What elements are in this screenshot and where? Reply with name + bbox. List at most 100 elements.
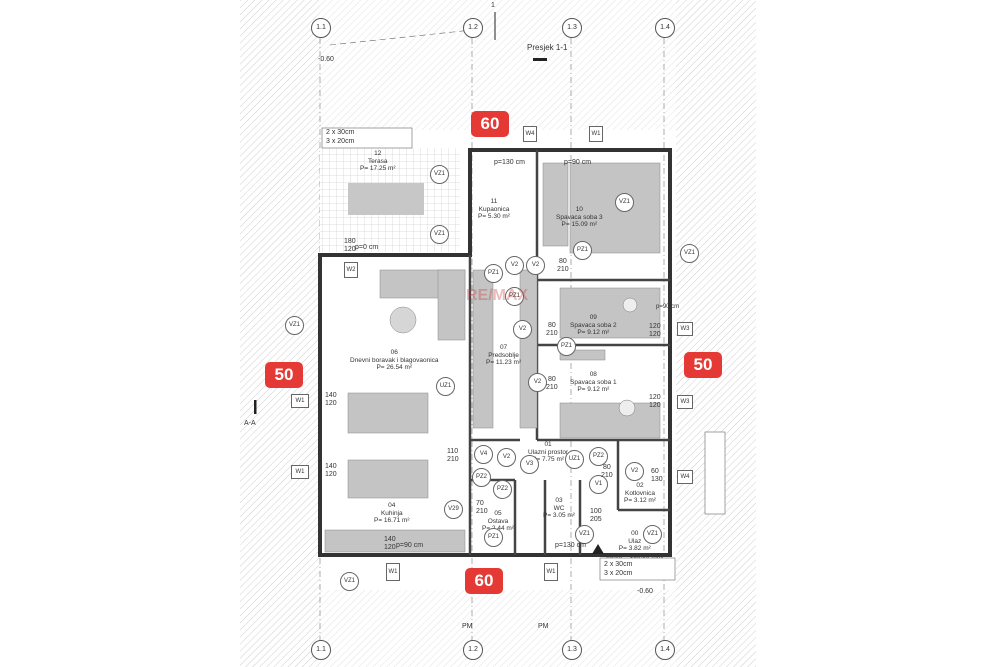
tag-pz1: PZ1 <box>557 337 576 356</box>
window-w3-b: W3 <box>677 395 693 409</box>
dim-210: 210 <box>546 330 558 337</box>
tag-pz1: PZ1 <box>505 287 524 306</box>
dim-120: 120 <box>344 246 356 253</box>
dim-p0: p=0 cm <box>355 244 379 251</box>
dim-210: 210 <box>447 456 459 463</box>
section-mark-bar <box>533 58 547 61</box>
tag-v2: V2 <box>526 256 545 275</box>
section-title: Presjek 1-1 <box>527 43 568 52</box>
dimension-badge-right: 50 <box>684 352 722 378</box>
level-left: -0.60 <box>318 56 334 63</box>
interior-walls <box>468 150 670 555</box>
terrace-table <box>348 183 424 215</box>
dim-120: 120 <box>649 323 661 330</box>
stairs-top-line2: 3 x 20cm <box>326 138 355 145</box>
stairs-top-box <box>321 127 413 149</box>
dim-120: 120 <box>649 394 661 401</box>
section-line-top <box>329 29 473 46</box>
tag-pm: PM <box>538 623 549 630</box>
dim-120: 120 <box>649 331 661 338</box>
window-w4-top: W4 <box>523 126 537 142</box>
dim-70: 70 <box>476 500 484 507</box>
tag-v4: V4 <box>474 445 493 464</box>
grid-axis-label-top: 1.1 <box>311 18 331 38</box>
tag-pz1: PZ1 <box>573 241 592 260</box>
side-mark-bar <box>254 400 257 414</box>
tag-vz1: VZ1 <box>340 572 359 591</box>
dim-120: 120 <box>649 402 661 409</box>
dim-210: 210 <box>557 266 569 273</box>
tag-vz1: VZ1 <box>680 244 699 263</box>
tag-pz2: PZ2 <box>493 480 512 499</box>
window-w1-left-b: W1 <box>291 465 309 479</box>
dim-80: 80 <box>548 376 556 383</box>
stool-1 <box>618 399 636 417</box>
grid-axis-label-top: 1.2 <box>463 18 483 38</box>
dim-180: 180 <box>344 238 356 245</box>
grid-axis-label-bottom: 1.2 <box>463 640 483 660</box>
section-number: 1 <box>491 2 495 9</box>
tag-vz1: VZ1 <box>430 225 449 244</box>
dim-p130-top: p=130 cm <box>494 159 525 166</box>
grid-axis-label-top: 1.3 <box>562 18 582 38</box>
dim-120: 120 <box>325 400 337 407</box>
dim-140: 140 <box>325 463 337 470</box>
dim-side-p90: p=90 cm <box>656 304 680 310</box>
tag-v2: V2 <box>625 462 644 481</box>
watermark: RE/MAX <box>466 287 529 304</box>
tag-pm: PM <box>462 623 473 630</box>
dim-210: 210 <box>476 508 488 515</box>
tag-v1: V1 <box>589 475 608 494</box>
dimension-badge-bottom: 60 <box>465 568 503 594</box>
tag-vz1: VZ1 <box>643 525 662 544</box>
dimension-badge-top: 60 <box>471 111 509 137</box>
entrance-marker <box>592 544 604 554</box>
dim-120: 120 <box>325 471 337 478</box>
dim-140: 140 <box>384 536 396 543</box>
dim-140: 140 <box>325 392 337 399</box>
window-w3-a: W3 <box>677 322 693 336</box>
dim-210: 210 <box>546 384 558 391</box>
window-w2: W2 <box>344 262 358 278</box>
tag-pz2: PZ2 <box>472 468 491 487</box>
ground-hatch-bottom <box>320 590 676 667</box>
window-w1-bottom-a: W1 <box>386 563 400 581</box>
ground-hatch-left <box>240 0 320 667</box>
dim-p90-bottom: p=90 cm <box>396 542 424 549</box>
tag-uz1: UZ1 <box>565 450 584 469</box>
dim-100: 100 <box>590 508 602 515</box>
tag-vz1: VZ1 <box>285 316 304 335</box>
tag-v3: V3 <box>520 455 539 474</box>
stairs-bottom-line2: 3 x 20cm <box>604 570 633 577</box>
stairs-bottom-line1: 2 x 30cm <box>604 561 633 568</box>
ground-hatch-top <box>320 0 676 130</box>
stairs-bottom-box <box>599 557 676 581</box>
tag-pz2: PZ2 <box>589 447 608 466</box>
dim-210: 210 <box>601 472 613 479</box>
tag-pz1: PZ1 <box>484 528 503 547</box>
window-w1-top: W1 <box>589 126 603 142</box>
dim-80: 80 <box>559 258 567 265</box>
furniture <box>324 162 661 553</box>
dim-p130-bottom: p=130 cm <box>555 542 586 549</box>
level-right: -0.60 <box>637 588 653 595</box>
tag-vz1: VZ1 <box>430 165 449 184</box>
grid-axis-label-bottom: 1.1 <box>311 640 331 660</box>
dim-205: 205 <box>590 516 602 523</box>
tag-v2: V2 <box>505 256 524 275</box>
window-w1-bottom-b: W1 <box>544 563 558 581</box>
dimension-badge-left: 50 <box>265 362 303 388</box>
tag-vz1: VZ1 <box>575 525 594 544</box>
